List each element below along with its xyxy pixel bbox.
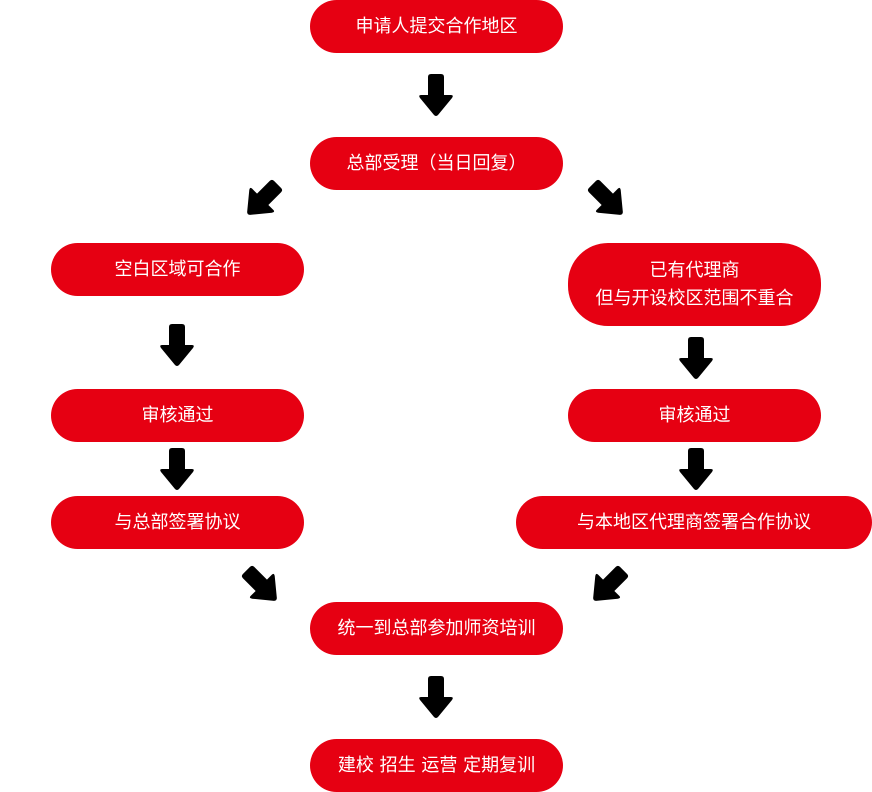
node-review-right-label: 审核通过 xyxy=(658,404,731,426)
node-sign-agent-label: 与本地区代理商签署合作协议 xyxy=(577,511,811,533)
node-hq-accept: 总部受理（当日回复） xyxy=(310,137,563,190)
arrow-down-icon xyxy=(418,676,454,720)
node-has-agent: 已有代理商 但与开设校区范围不重合 xyxy=(568,243,821,326)
arrow-down-icon xyxy=(418,74,454,118)
arrow-down-left-icon xyxy=(234,172,291,229)
node-blank-area: 空白区域可合作 xyxy=(51,243,304,296)
node-sign-hq-label: 与总部签署协议 xyxy=(114,511,241,533)
node-final: 建校 招生 运营 定期复训 xyxy=(310,739,563,792)
node-sign-hq: 与总部签署协议 xyxy=(51,496,304,549)
node-hq-accept-label: 总部受理（当日回复） xyxy=(346,152,527,174)
arrow-down-icon xyxy=(159,448,195,492)
arrow-down-left-icon xyxy=(580,558,637,615)
node-blank-area-label: 空白区域可合作 xyxy=(114,258,241,280)
node-review-left: 审核通过 xyxy=(51,389,304,442)
node-has-agent-label-line1: 已有代理商 xyxy=(649,259,740,281)
node-sign-agent: 与本地区代理商签署合作协议 xyxy=(516,496,872,549)
node-training-label: 统一到总部参加师资培训 xyxy=(337,617,536,639)
node-final-label: 建校 招生 运营 定期复训 xyxy=(337,754,536,776)
node-review-right: 审核通过 xyxy=(568,389,821,442)
arrow-down-icon xyxy=(678,337,714,381)
node-has-agent-label-line2: 但与开设校区范围不重合 xyxy=(595,287,794,309)
arrow-down-icon xyxy=(678,448,714,492)
arrow-down-right-icon xyxy=(234,558,291,615)
node-review-left-label: 审核通过 xyxy=(141,404,214,426)
arrow-down-right-icon xyxy=(580,172,637,229)
arrow-down-icon xyxy=(159,324,195,368)
node-submit-region-label: 申请人提交合作地区 xyxy=(355,15,518,37)
node-submit-region: 申请人提交合作地区 xyxy=(310,0,563,53)
node-training: 统一到总部参加师资培训 xyxy=(310,602,563,655)
